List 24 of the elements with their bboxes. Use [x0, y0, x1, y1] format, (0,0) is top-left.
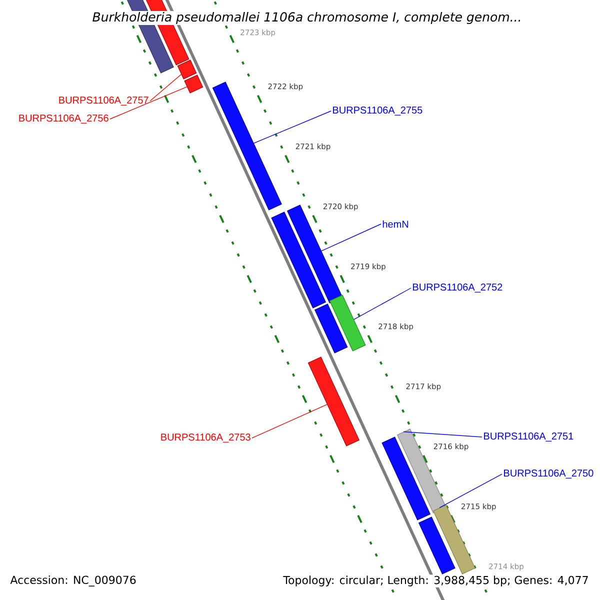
gene-bar: [418, 516, 456, 574]
leader-line: [150, 74, 182, 102]
leader-line: [252, 404, 328, 438]
gene-bar: [184, 74, 204, 94]
gene-bar: [177, 60, 197, 80]
gene-label: BURPS1106A_2752: [413, 284, 502, 292]
gene-label: BURPS1106A_2755: [333, 106, 422, 116]
gene-label: hemN: [382, 220, 408, 228]
leader-line: [354, 288, 412, 320]
leader-line: [403, 431, 482, 438]
gene-label: BURPS1106A_2757: [59, 96, 148, 106]
leader-line: [439, 474, 502, 508]
leader-line: [254, 110, 332, 144]
gene-bar: [329, 294, 366, 352]
leader-line: [321, 224, 382, 252]
accession-text: Accession: NC_009076: [9, 574, 138, 588]
gene-label: BURPS1106A_2750: [504, 470, 594, 478]
gene-label: BURPS1106A_2753: [161, 434, 250, 442]
gene-label: BURPS1106A_2756: [19, 114, 108, 124]
gene-label: BURPS1106A_2751: [484, 432, 574, 442]
chart-title: Burkholderia pseudomallei 1106a chromosome I, complete genom...: [91, 10, 523, 26]
leader-line: [110, 86, 188, 120]
gene-bar: [314, 304, 348, 354]
genome-info-text: Topology: circular; Length: 3,988,455 bp; Genes: 4,077: [282, 574, 590, 588]
